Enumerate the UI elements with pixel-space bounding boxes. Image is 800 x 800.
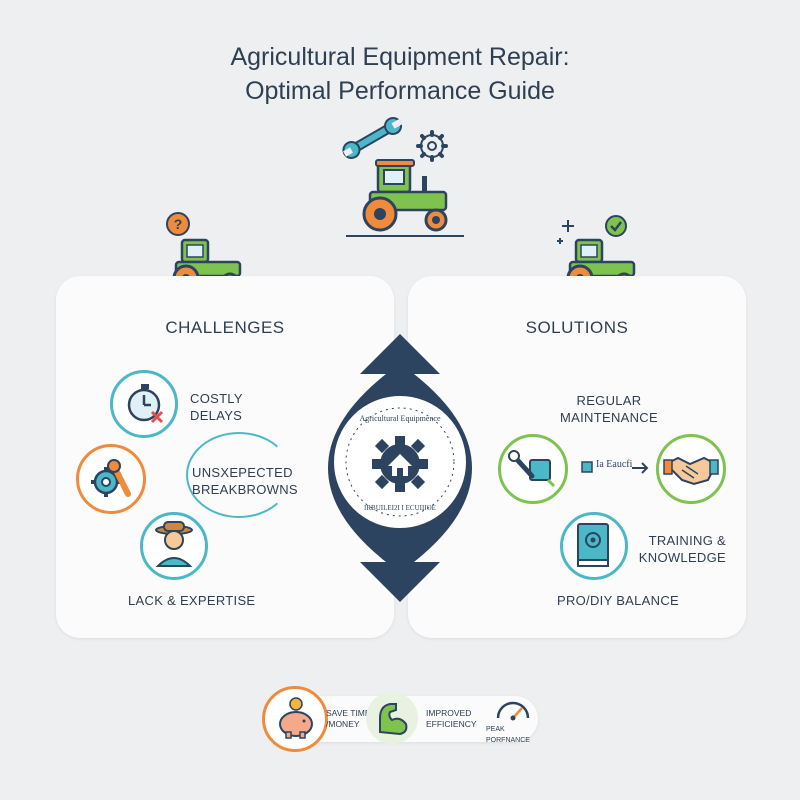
stopwatch-cancel-icon xyxy=(127,384,164,424)
page-title: Agricultural Equipment Repair: Optimal P… xyxy=(0,40,800,108)
training-label: TRAINING & KNOWLEDGE xyxy=(638,533,726,565)
peak-performance-label: PEAK PORFNANCE xyxy=(486,726,530,744)
wrench-oilcan-icon xyxy=(508,450,556,488)
breakdowns-label-ring xyxy=(186,432,292,518)
expertise-label: LACK & EXPERTISE xyxy=(128,593,256,608)
piggy-bank-icon xyxy=(279,697,313,739)
farmer-icon xyxy=(155,521,193,567)
regular-maintenance-label: REGULAR MAINTENANCE xyxy=(560,393,658,425)
oil-can-arrow-label: Ia Eaucfi xyxy=(596,459,633,470)
svg-text:?: ? xyxy=(174,216,183,232)
gear-house-icon xyxy=(372,436,428,492)
speedometer-icon xyxy=(496,701,530,721)
manual-book-icon xyxy=(577,523,609,567)
efficiency-ring xyxy=(366,692,418,744)
save-money-label: SAVE TIME/ /MONEY xyxy=(326,708,373,729)
breakdowns-label: UNSXEPECTED BREAKBROWNS xyxy=(192,465,298,497)
center-seal-ring xyxy=(345,407,455,517)
page-title-line-1: Agricultural Equipment Repair: xyxy=(230,43,570,71)
challenges-heading: CHALLENGES xyxy=(165,318,285,337)
center-seal-bottom-text: IRBUILEI2I I ECUIIIOE xyxy=(364,504,436,512)
oil-can-arrow-icon xyxy=(581,461,649,474)
solutions-heading: SOLUTIONS xyxy=(525,318,629,337)
costly-delays-label: COSTLY DELAYS xyxy=(190,391,243,423)
gear-wrench-icon xyxy=(91,459,131,497)
efficiency-label: IMPROVED EFFICIENCY xyxy=(426,708,477,729)
flexed-arm-icon xyxy=(379,703,408,736)
page-title-line-2: Optimal Performance Guide xyxy=(245,77,555,105)
tractor-wrench-gear-icon xyxy=(342,117,464,237)
handshake-icon xyxy=(663,456,719,486)
pro-diy-label: PRO/DIY BALANCE xyxy=(556,593,680,608)
center-seal-top-text: Agricultural Equipmence xyxy=(359,414,441,423)
